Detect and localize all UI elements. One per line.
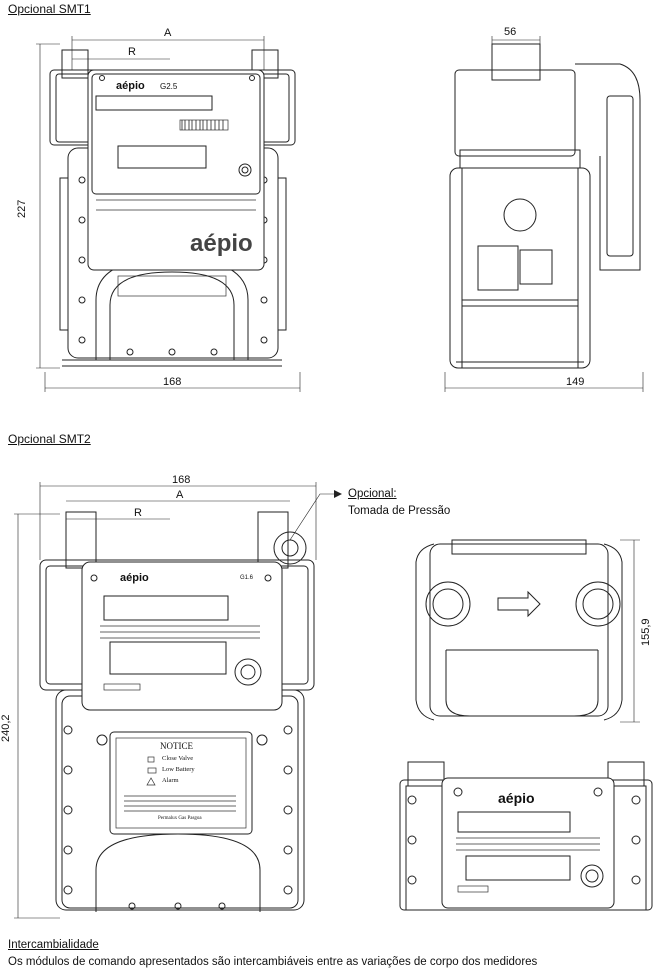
smt2-dim-width: 168	[172, 474, 191, 486]
smt2-small-brand: aépio	[498, 790, 535, 806]
smt2-notice-item: Alarm	[162, 777, 179, 784]
smt2-callout-text: Tomada de Pressão	[348, 505, 451, 517]
smt2-notice-item: Close Valve	[162, 755, 194, 762]
smt1-module-model: G2.5	[160, 82, 178, 91]
footer-title: Intercambialidade	[8, 939, 99, 951]
smt1-module-brand: aépio	[116, 80, 145, 92]
smt2-small-front-body	[399, 761, 653, 911]
smt1-dim-height: 227	[16, 199, 28, 218]
smt2-callout-title: Opcional:	[348, 488, 397, 500]
smt2-front-body	[39, 511, 315, 912]
smt1-dim-width-side: 149	[566, 376, 585, 388]
smt1-front-body	[49, 49, 296, 367]
smt2-module-brand: aépio	[120, 572, 149, 584]
smt1-dim-width-front: 168	[163, 376, 182, 388]
smt2-front-dimensions	[14, 482, 342, 919]
smt2-notice-item: Low Battery	[162, 766, 195, 773]
smt1-section-title: Opcional SMT1	[8, 2, 91, 16]
smt2-top-body	[415, 539, 623, 721]
smt2-section-title: Opcional SMT2	[8, 432, 91, 446]
smt2-dim-top-view: 155,9	[640, 618, 652, 646]
smt2-top-dimensions	[620, 539, 640, 723]
smt1-front-dimensions	[36, 36, 301, 392]
smt1-dim-a: A	[164, 27, 172, 39]
footer-text: Os módulos de comando apresentados são i…	[8, 956, 538, 968]
smt2-module-model: G1.6	[240, 575, 254, 581]
smt1-dim-r: R	[128, 46, 136, 58]
smt2-dim-a: A	[176, 489, 184, 501]
smt1-brand-logo: aépio	[190, 230, 253, 257]
smt2-notice-title: NOTICE	[160, 741, 193, 751]
smt2-notice-footer: Permalux Gas Pasgoa	[158, 816, 202, 821]
smt1-dim-depth-top: 56	[504, 26, 517, 38]
smt1-side-body	[449, 43, 641, 369]
smt2-dim-r: R	[134, 507, 142, 519]
smt2-dim-height: 240,2	[0, 714, 12, 742]
smt1-side-dimensions	[444, 36, 644, 392]
